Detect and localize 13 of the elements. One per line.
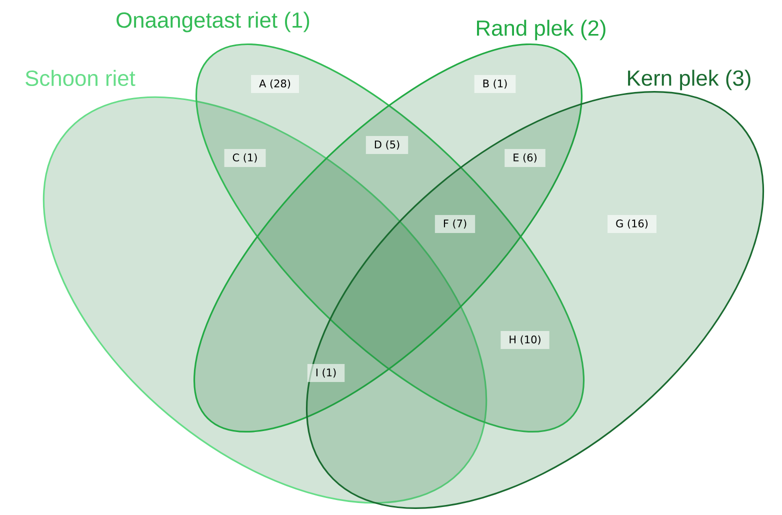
set-label: Kern plek (3): [628, 70, 750, 90]
region-count: B (1): [474, 74, 516, 93]
region-count: H (10): [500, 330, 550, 349]
region-count: I (1): [307, 364, 345, 382]
region-count: F (7): [434, 214, 476, 233]
region-count: G (16): [608, 214, 656, 233]
region-count: A (28): [251, 74, 299, 93]
set-label: Rand plek (2): [477, 20, 606, 40]
region-count: D (5): [366, 136, 408, 154]
region-count: C (1): [224, 148, 266, 167]
set-label: Schoon riet: [26, 70, 136, 86]
region-count: E (6): [504, 148, 546, 167]
set-label: Onaangetast riet (1): [116, 12, 310, 32]
